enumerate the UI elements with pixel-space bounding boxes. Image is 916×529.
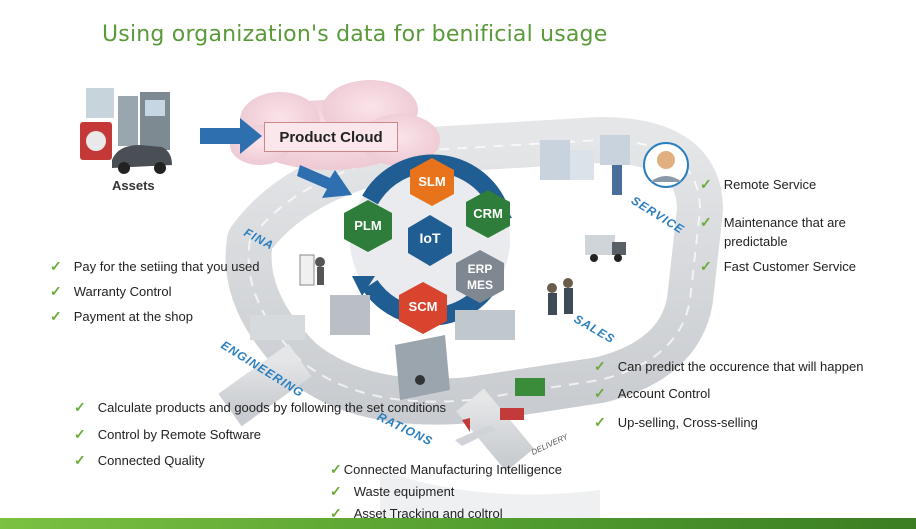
hub-node-erp: ERP bbox=[467, 262, 493, 276]
delivery-vehicles bbox=[455, 378, 545, 446]
list-item: ✓Control by Remote Software bbox=[74, 426, 262, 442]
hex-plm bbox=[344, 200, 392, 252]
hex-erp-mes bbox=[456, 250, 504, 303]
finance-benefits: ✓Pay for the setiing that you used ✓Warr… bbox=[50, 258, 259, 325]
service-benefits-2: ✓Maintenance that are predictable bbox=[700, 214, 846, 249]
factory-map bbox=[395, 310, 515, 400]
sales-people bbox=[547, 278, 573, 315]
check-icon: ✓ bbox=[74, 399, 86, 415]
hub-node-crm: CRM bbox=[473, 206, 503, 221]
list-item: ✓Asset Tracking and coltrol bbox=[330, 505, 503, 521]
list-item: ✓Payment at the shop bbox=[50, 308, 193, 324]
check-icon: ✓ bbox=[50, 308, 62, 324]
check-icon: ✓ bbox=[594, 358, 606, 374]
arrow-cloud-to-hub bbox=[297, 165, 352, 198]
list-item: ✓Remote Service bbox=[700, 176, 817, 192]
hub-node-plm: PLM bbox=[354, 218, 382, 233]
hub-node-slm: SLM bbox=[418, 174, 446, 189]
list-item: ✓Pay for the setiing that you used bbox=[50, 258, 260, 274]
hex-iot bbox=[408, 215, 452, 266]
assets-image bbox=[80, 88, 172, 174]
list-item: ✓Can predict the occurence that will hap… bbox=[594, 358, 864, 374]
list-item: ✓Up-selling, Cross-selling bbox=[594, 414, 758, 430]
hub-node-scm: SCM bbox=[408, 299, 438, 314]
check-icon: ✓ bbox=[330, 505, 342, 521]
check-icon: ✓ bbox=[50, 258, 62, 274]
check-icon: ✓ bbox=[74, 426, 86, 442]
list-item: ✓Connected Manufacturing Intelligence bbox=[330, 461, 562, 477]
support-agent-icon bbox=[643, 142, 689, 188]
check-icon: ✓ bbox=[700, 176, 712, 192]
list-item-continuation: predictable bbox=[724, 234, 788, 249]
check-icon: ✓ bbox=[594, 414, 606, 430]
check-icon: ✓ bbox=[594, 385, 606, 401]
hub-node-mes: MES bbox=[466, 278, 493, 292]
sales-benefits: ✓Can predict the occurence that will hap… bbox=[594, 358, 863, 431]
product-cloud-label: Product Cloud bbox=[264, 122, 398, 152]
hex-slm bbox=[410, 158, 454, 206]
check-icon: ✓ bbox=[330, 483, 342, 499]
list-item: ✓Warranty Control bbox=[50, 283, 172, 299]
hub-center-label: IoT bbox=[419, 230, 441, 246]
truck-icon bbox=[585, 235, 626, 262]
hex-crm bbox=[466, 190, 510, 238]
service-benefits: ✓Remote Service bbox=[700, 176, 816, 193]
assets-label: Assets bbox=[112, 178, 155, 193]
service-benefits-3: ✓Fast Customer Service bbox=[700, 258, 856, 275]
list-item: ✓Maintenance that are bbox=[700, 214, 846, 230]
check-icon: ✓ bbox=[700, 258, 712, 274]
page-title: Using organization's data for benificial… bbox=[102, 22, 608, 47]
list-item: ✓Account Control bbox=[594, 385, 711, 401]
arrow-assets-to-cloud bbox=[200, 118, 262, 154]
list-item: ✓Connected Quality bbox=[74, 452, 205, 468]
list-item: ✓Fast Customer Service bbox=[700, 258, 856, 274]
engineering-benefits: ✓Calculate products and goods by followi… bbox=[74, 399, 446, 469]
check-icon: ✓ bbox=[330, 461, 342, 477]
list-item: ✓Calculate products and goods by followi… bbox=[74, 399, 447, 415]
engineering-team bbox=[250, 254, 370, 340]
bottom-accent-bar bbox=[0, 518, 916, 529]
check-icon: ✓ bbox=[50, 283, 62, 299]
check-icon: ✓ bbox=[700, 214, 712, 230]
check-icon: ✓ bbox=[74, 452, 86, 468]
manufacturing-benefits: ✓Connected Manufacturing Intelligence ✓W… bbox=[330, 461, 562, 522]
list-item: ✓Waste equipment bbox=[330, 483, 455, 499]
service-buildings bbox=[540, 135, 630, 195]
hex-scm bbox=[399, 282, 447, 334]
